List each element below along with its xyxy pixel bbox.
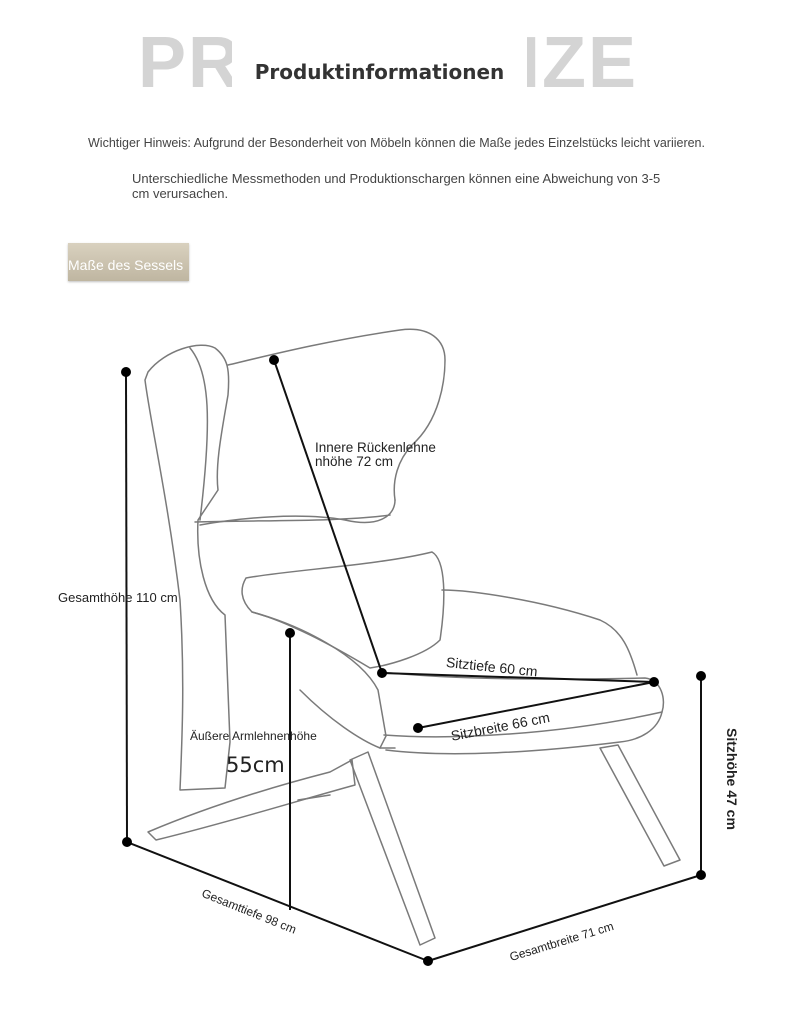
lumbar-pillow [241, 551, 445, 669]
section-tag: Maße des Sessels [68, 243, 189, 281]
point-seat-front-right [649, 677, 659, 687]
point-total-height-bottom [122, 837, 132, 847]
point-armrest-top [285, 628, 295, 638]
label-inner-backrest: Innere Rückenlehne nhöhe 72 cm [315, 440, 436, 469]
armchair-drawing [144, 328, 681, 946]
point-total-height-top [121, 367, 131, 377]
left-armrest [251, 611, 387, 749]
point-seat-height-bottom [696, 870, 706, 880]
point-seat-front-left [413, 723, 423, 733]
side-rail [147, 759, 356, 841]
total-depth-line [126, 841, 429, 962]
total-height-line [125, 371, 128, 843]
point-seat-back [377, 668, 387, 678]
dimension-lines [125, 359, 702, 962]
section-tag-label: Maße des Sessels [68, 257, 184, 273]
seat-depth-line [381, 672, 655, 683]
total-width-line [427, 874, 702, 962]
left-wing [144, 344, 231, 791]
right-armrest [441, 589, 638, 676]
notice-line-2: Unterschiedliche Messmethoden und Produk… [132, 171, 661, 201]
backrest-top [227, 328, 446, 501]
background-word-left: PR [138, 23, 243, 103]
point-base-front [423, 956, 433, 966]
label-outer-armrest: Äußere Armlehnenhöhe [190, 729, 317, 743]
back-cushion-seam [194, 514, 391, 523]
title-backdrop [232, 26, 527, 106]
side-rail-inner [297, 794, 331, 801]
left-wing-inner [189, 347, 209, 521]
notice-line-1: Wichtiger Hinweis: Aufgrund der Besonder… [88, 136, 705, 150]
point-backrest-top [269, 355, 279, 365]
inner-backrest-line [273, 359, 383, 674]
label-armrest-value: 55cm [226, 753, 285, 777]
label-seat-height: Sitzhöhe 47 cm [724, 728, 740, 830]
front-leg-left [349, 751, 436, 946]
seat-width-line [417, 681, 655, 729]
label-total-height: Gesamthöhe 110 cm [58, 590, 178, 605]
front-leg-right [599, 744, 681, 867]
background-word-right: IZE [520, 23, 639, 103]
point-seat-height-top [696, 671, 706, 681]
page-title: Produktinformationen [254, 60, 505, 84]
seat-front [383, 711, 663, 755]
dimension-points [121, 355, 706, 966]
